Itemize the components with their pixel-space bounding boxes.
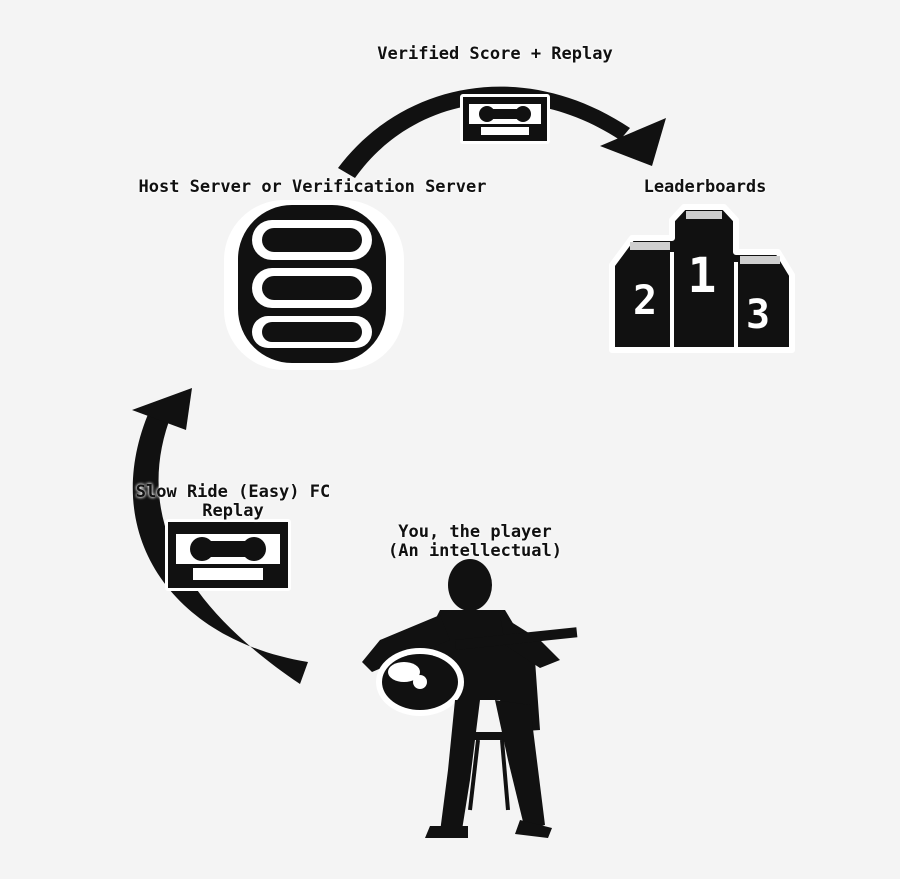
podium-second-number: 2 [633,278,657,324]
vhs-cassette-icon-top [460,94,550,144]
player-label-line-1: You, the player [398,522,552,542]
top-curved-arrow-icon [338,86,666,178]
podium-first-number: 1 [688,248,717,304]
top-arrow-label: Verified Score + Replay [377,44,613,64]
vhs-cassette-icon-left [165,519,291,591]
podium-icon [609,204,795,353]
leaderboards-label: Leaderboards [643,177,767,197]
database-icon [224,200,404,370]
podium-third-number: 3 [746,292,770,338]
player-label: You, the player (An intellectual) [375,523,575,561]
left-arrow-label: Slow Ride (Easy) FC Replay [128,483,338,521]
server-label: Host Server or Verification Server [138,177,487,197]
left-arrow-label-line-1: Slow Ride (Easy) FC [135,482,331,502]
guitar-player-silhouette-icon [362,559,578,838]
player-label-line-2: (An intellectual) [388,541,562,561]
left-arrow-label-line-2: Replay [202,501,264,521]
